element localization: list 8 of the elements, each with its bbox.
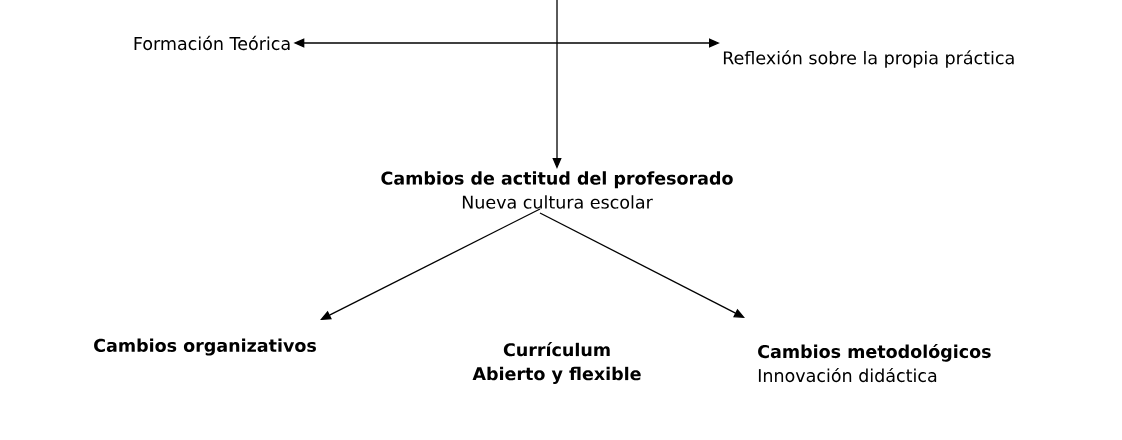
outcome-text: Currículum Abierto y flexible — [472, 342, 641, 384]
concept-text: Reflexión sobre la propia práctica — [723, 50, 1014, 68]
concept-text: Cambios de actitud del profesorado Nueva cultura escolar — [381, 171, 733, 209]
concept-text: Cambios metodológicos Innovación didáctica — [758, 343, 991, 383]
arrow — [539, 212, 745, 318]
concept-text: Cambios organizativos — [94, 338, 316, 356]
arrow — [320, 208, 541, 320]
concept-text: Formación Teórica — [134, 35, 290, 51]
